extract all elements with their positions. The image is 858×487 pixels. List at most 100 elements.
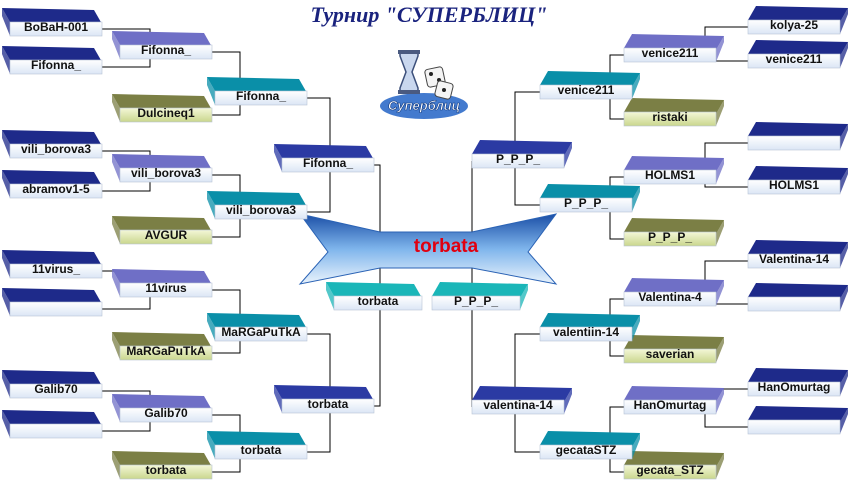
right-r3-slot-slab (540, 184, 640, 200)
left-r2-slot-slab (112, 154, 212, 170)
right-r4-slot-label: P_P_P_ (496, 152, 540, 166)
left-r2-slot: AVGUR (112, 216, 213, 245)
right-r2-slot-slab (624, 451, 724, 467)
right-r2-slot: venice211 (623, 34, 724, 63)
right-r2-slot-slab (624, 278, 724, 294)
left-r1-slot: abramov1-5 (2, 170, 103, 199)
left-final-slot-label-bg (333, 295, 423, 311)
superblitz-logo: Суперблиц (380, 50, 468, 119)
right-r1-slot (747, 122, 848, 151)
left-r1-slot-label-bg (9, 21, 103, 37)
right-r1-slot-slab (748, 166, 848, 182)
left-r1-slot-slab (2, 170, 102, 186)
left-r1-slot: 11virus_ (2, 250, 103, 279)
right-r1-slot: HOLMS1 (747, 166, 848, 195)
right-r2-slot-label-bg (623, 231, 717, 247)
left-r2-slot-label-bg (119, 167, 213, 183)
left-r1-slot-label-bg (9, 263, 103, 279)
left-r2-slot-slab (112, 31, 212, 47)
left-r4-slot-label-bg (281, 398, 375, 414)
right-r2-slot-label: P_P_P_ (648, 230, 692, 244)
left-r2-slot-label-bg (119, 464, 213, 480)
right-r2-slot-label: venice211 (642, 46, 699, 60)
left-r3-slot: MaRGaPuTkA (207, 313, 308, 342)
right-r2-slot: HanOmurtag (623, 386, 724, 415)
right-r4-slot-label-bg (471, 399, 565, 415)
right-final-slot-label: P_P_P_ (454, 294, 498, 308)
left-r1-slot-label: BoBaH-001 (24, 20, 88, 34)
right-r1-slot-label-bg (747, 253, 841, 269)
left-r2-slot-label: MaRGaPuTkA (126, 344, 206, 358)
left-r1-slot-label: vili_borova3 (21, 142, 91, 156)
right-r2-slot: P_P_P_ (623, 218, 724, 247)
right-r2-slot-label: saverian (646, 347, 695, 361)
right-r3-slot-slab (540, 431, 640, 447)
left-r4-slot-slab (274, 144, 374, 160)
left-r1-slot-slab (2, 410, 102, 426)
left-r1-slot-label-bg (9, 59, 103, 75)
right-r3-slot: P_P_P_ (539, 184, 640, 213)
left-r3-slot-slab (207, 313, 307, 329)
left-r3-slot-slab (207, 77, 307, 93)
right-r1-slot-label-bg (747, 179, 841, 195)
left-r3-slot-label-bg (214, 90, 308, 106)
left-r3-slot-slab (207, 191, 307, 207)
left-r1-slot-label: 11virus_ (32, 262, 80, 276)
champion-banner (298, 213, 558, 285)
left-r1-slot-label: Galib70 (34, 382, 78, 396)
left-r2-slot-label: AVGUR (145, 228, 188, 242)
right-r2-slot: Valentina-4 (623, 278, 724, 307)
left-r2-slot-label-bg (119, 282, 213, 298)
left-r3-slot-slab (207, 431, 307, 447)
right-r1-slot-label-bg (747, 296, 841, 312)
left-r3-slot-label: vili_borova3 (226, 203, 296, 217)
left-r4-slot: Fifonna_ (274, 144, 375, 173)
left-final-slot-label: torbata (358, 294, 399, 308)
left-r1-slot-slab (2, 250, 102, 266)
right-r1-slot-label-bg (747, 135, 841, 151)
logo-text: Суперблиц (388, 98, 460, 113)
left-r1-slot-slab (2, 370, 102, 386)
right-r3-slot-label: P_P_P_ (564, 196, 608, 210)
left-r1-slot (2, 410, 103, 439)
right-r2-slot-label: Valentina-4 (638, 290, 702, 304)
right-r1-slot-label-bg (747, 381, 841, 397)
left-r2-slot-label: Dulcineq1 (137, 106, 195, 120)
right-r2-slot: HOLMS1 (623, 156, 724, 185)
right-r3-slot-label: gecataSTZ (556, 443, 617, 457)
right-r1-slot-label: kolya-25 (770, 18, 818, 32)
right-r1-slot-label: HanOmurtag (758, 380, 831, 394)
right-r2-slot: gecata_STZ (623, 451, 724, 480)
left-r2-slot-slab (112, 394, 212, 410)
left-r3-slot-label-bg (214, 444, 308, 460)
left-r3-slot: vili_borova3 (207, 191, 308, 220)
left-r1-slot-label-bg (9, 383, 103, 399)
left-r2-slot: Galib70 (112, 394, 213, 423)
right-r1-slot: venice211 (747, 40, 848, 69)
left-r4-slot-label-bg (281, 157, 375, 173)
page-title: Турнир "СУПЕРБЛИЦ" (310, 2, 548, 27)
left-r2-slot-label-bg (119, 44, 213, 60)
right-r2-slot-label-bg (623, 291, 717, 307)
left-r2-slot-label: 11virus (145, 281, 187, 295)
left-r1-slot: vili_borova3 (2, 130, 103, 159)
right-r1-slot-label-bg (747, 53, 841, 69)
right-r2-slot-label-bg (623, 464, 717, 480)
right-r3-slot-label-bg (539, 326, 633, 342)
right-r1-slot-label: venice211 (766, 52, 823, 66)
left-r3-slot-label: torbata (241, 443, 282, 457)
champion-name: torbata (413, 236, 479, 257)
right-r2-slot-label-bg (623, 399, 717, 415)
left-r2-slot-label-bg (119, 229, 213, 245)
left-r1-slot-slab (2, 288, 102, 304)
right-r1-slot-label: Valentina-14 (759, 252, 829, 266)
right-r1-slot: kolya-25 (747, 6, 848, 35)
left-final-slot: torbata (326, 282, 423, 311)
left-r3-slot-label-bg (214, 326, 308, 342)
right-r2-slot-label: HOLMS1 (645, 168, 695, 182)
left-r1-slot-label: abramov1-5 (22, 182, 90, 196)
left-r2-slot-label: vili_borova3 (131, 166, 201, 180)
right-r1-slot-label-bg (747, 19, 841, 35)
left-final-slot-slab (326, 282, 422, 298)
left-r1-slot-slab (2, 8, 102, 24)
